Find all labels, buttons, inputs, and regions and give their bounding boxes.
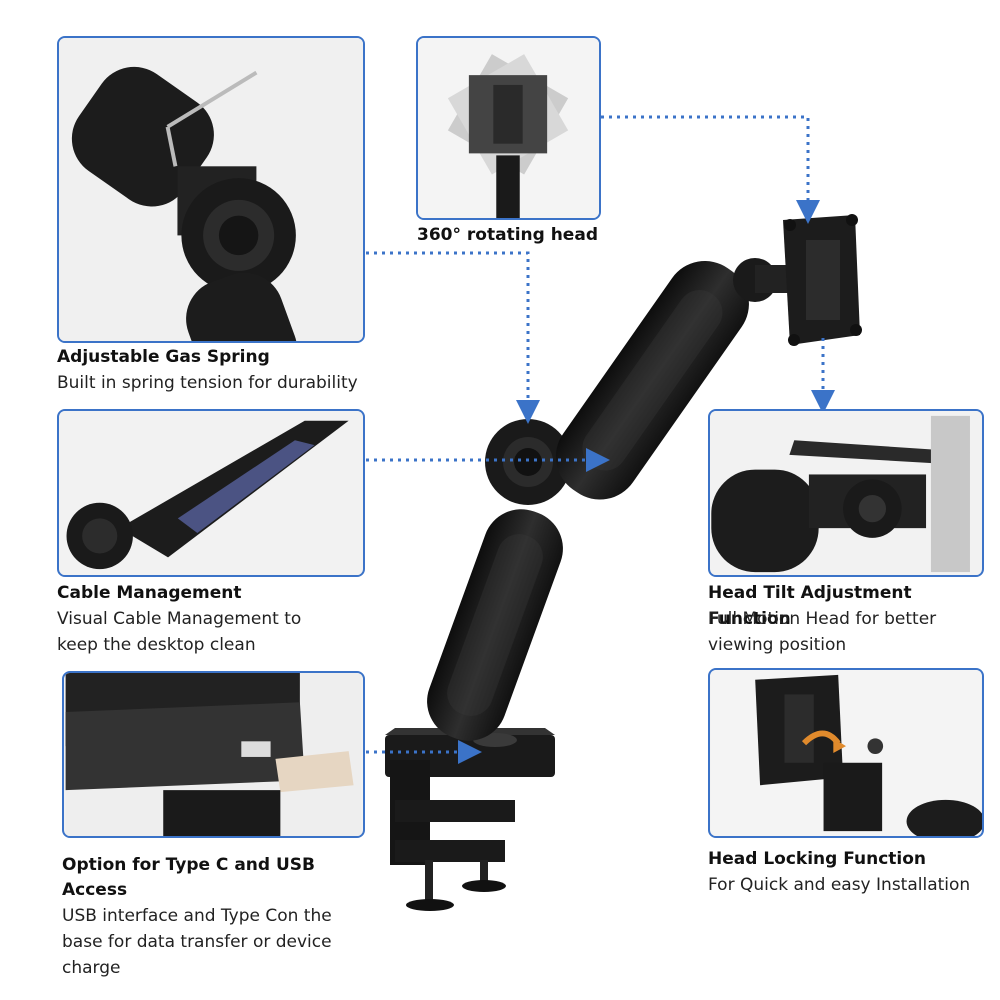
rotating-head-detail-image	[416, 36, 601, 220]
desk-clamp	[385, 728, 555, 911]
head-locking-desc: For Quick and easy Installation	[708, 875, 971, 895]
gas-spring-title: Adjustable Gas Spring	[57, 347, 270, 367]
usb-title-2: Access	[62, 880, 128, 900]
cable-management-detail-image	[57, 409, 365, 577]
gas-spring-desc: Built in spring tension for durability	[57, 373, 358, 393]
upper-arm	[555, 261, 749, 500]
head-tilt-desc-2: viewing position	[708, 635, 847, 655]
usb-desc-1: USB interface and Type Con the	[62, 906, 332, 926]
vesa-mount-plate	[783, 214, 862, 346]
head-joint	[733, 258, 790, 302]
head-locking-title: Head Locking Function	[708, 849, 927, 869]
cable-management-title: Cable Management	[57, 583, 242, 603]
usb-desc-2: base for data transfer or device	[62, 932, 332, 952]
head-locking-detail-image	[708, 668, 984, 838]
head-tilt-detail-image	[708, 409, 984, 577]
rotating-head-title: 360° rotating head	[417, 225, 598, 245]
lower-arm	[427, 509, 563, 741]
elbow-joint	[485, 419, 571, 505]
usb-port-detail-image	[62, 671, 365, 838]
usb-desc-3: charge	[62, 958, 121, 978]
cable-management-desc-2: keep the desktop clean	[57, 635, 256, 655]
gas-spring-detail-image	[57, 36, 365, 343]
head-tilt-title: Head Tilt Adjustment Function	[708, 583, 912, 629]
cable-management-desc-1: Visual Cable Management to	[57, 609, 302, 629]
head-tilt-desc-1: Full Motion Head for better	[708, 609, 937, 629]
usb-title-1: Option for Type C and USB	[62, 855, 315, 875]
